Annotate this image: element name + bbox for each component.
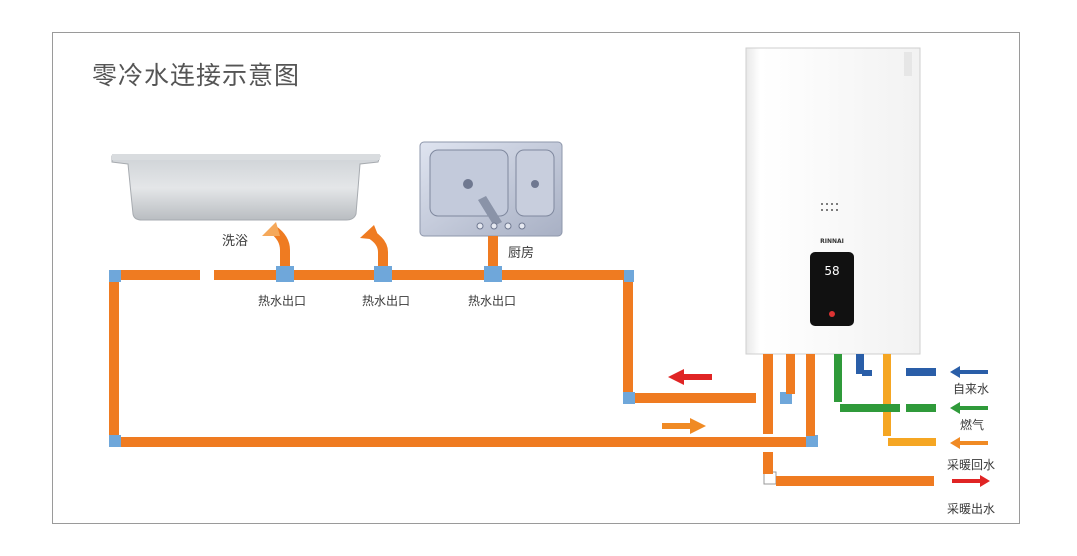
bath-outlet-1 xyxy=(262,222,294,282)
label-water-in: 自来水 xyxy=(953,382,990,396)
arrow-heating-out xyxy=(952,475,990,487)
outlet-label-1: 热水出口 xyxy=(258,294,307,308)
connection-arrows xyxy=(950,366,990,487)
kitchen-label: 厨房 xyxy=(508,246,535,261)
flow-arrow-right xyxy=(662,418,706,434)
heater-brand: RINNAI xyxy=(820,238,844,245)
flow-arrow-left xyxy=(668,369,712,385)
outlet-label-3: 热水出口 xyxy=(468,294,517,308)
heater-display-panel xyxy=(810,252,854,326)
label-gas-in: 燃气 xyxy=(960,418,985,432)
outlet-label-2: 热水出口 xyxy=(362,294,411,308)
heater-pipes xyxy=(763,354,936,486)
kitchen-sink xyxy=(419,141,563,237)
label-heating-out: 采暖出水 xyxy=(947,502,996,516)
arrow-gas-in xyxy=(950,402,988,414)
heater-display-value: 58 xyxy=(824,264,839,278)
arrow-heating-return xyxy=(950,437,988,449)
diagram-title: 零冷水连接示意图 xyxy=(92,61,301,90)
bath-outlet-2 xyxy=(360,225,392,282)
bath-label: 洗浴 xyxy=(222,234,249,249)
bathtub xyxy=(111,154,381,221)
label-heating-return: 采暖回水 xyxy=(947,458,996,472)
kitchen-outlet xyxy=(484,236,502,282)
diagram-frame xyxy=(52,32,1020,524)
top-loop-pipe xyxy=(109,270,808,447)
arrow-water-in xyxy=(950,366,988,378)
pipe-elbows xyxy=(109,270,818,485)
flow-arrows xyxy=(662,369,712,434)
water-heater xyxy=(745,47,921,355)
